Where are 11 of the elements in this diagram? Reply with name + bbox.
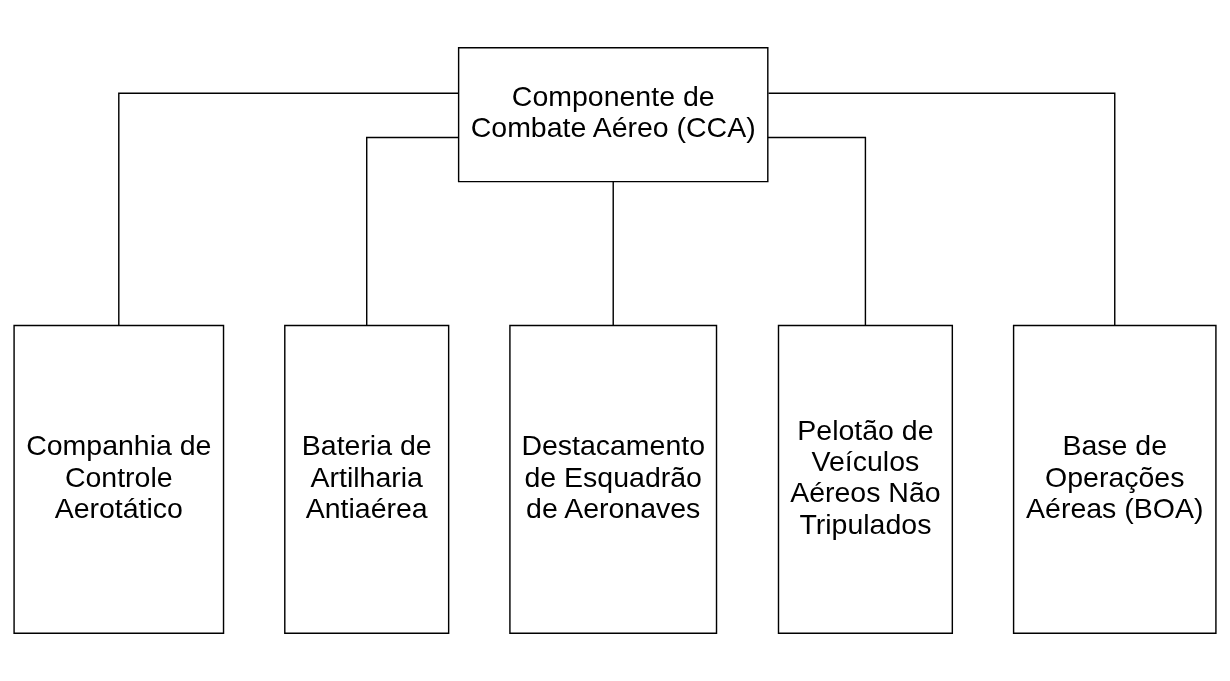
connector — [767, 92, 1116, 326]
node-box: Companhia de Controle Aerotático — [13, 324, 225, 634]
node-box: Componente de Combate Aéreo (CCA) — [457, 47, 769, 183]
node-box: Bateria de Artilharia Antiaérea — [284, 324, 450, 634]
connector — [612, 181, 614, 327]
connector — [366, 136, 460, 327]
node-box: Destacamento de Esquadrão de Aeronaves — [509, 324, 718, 634]
node-box: Base de Operações Aéreas (BOA) — [1012, 324, 1217, 634]
connector — [118, 92, 459, 326]
node-box: Pelotão de Veículos Aéreos Não Tripulados — [777, 324, 954, 634]
connector — [767, 136, 867, 327]
